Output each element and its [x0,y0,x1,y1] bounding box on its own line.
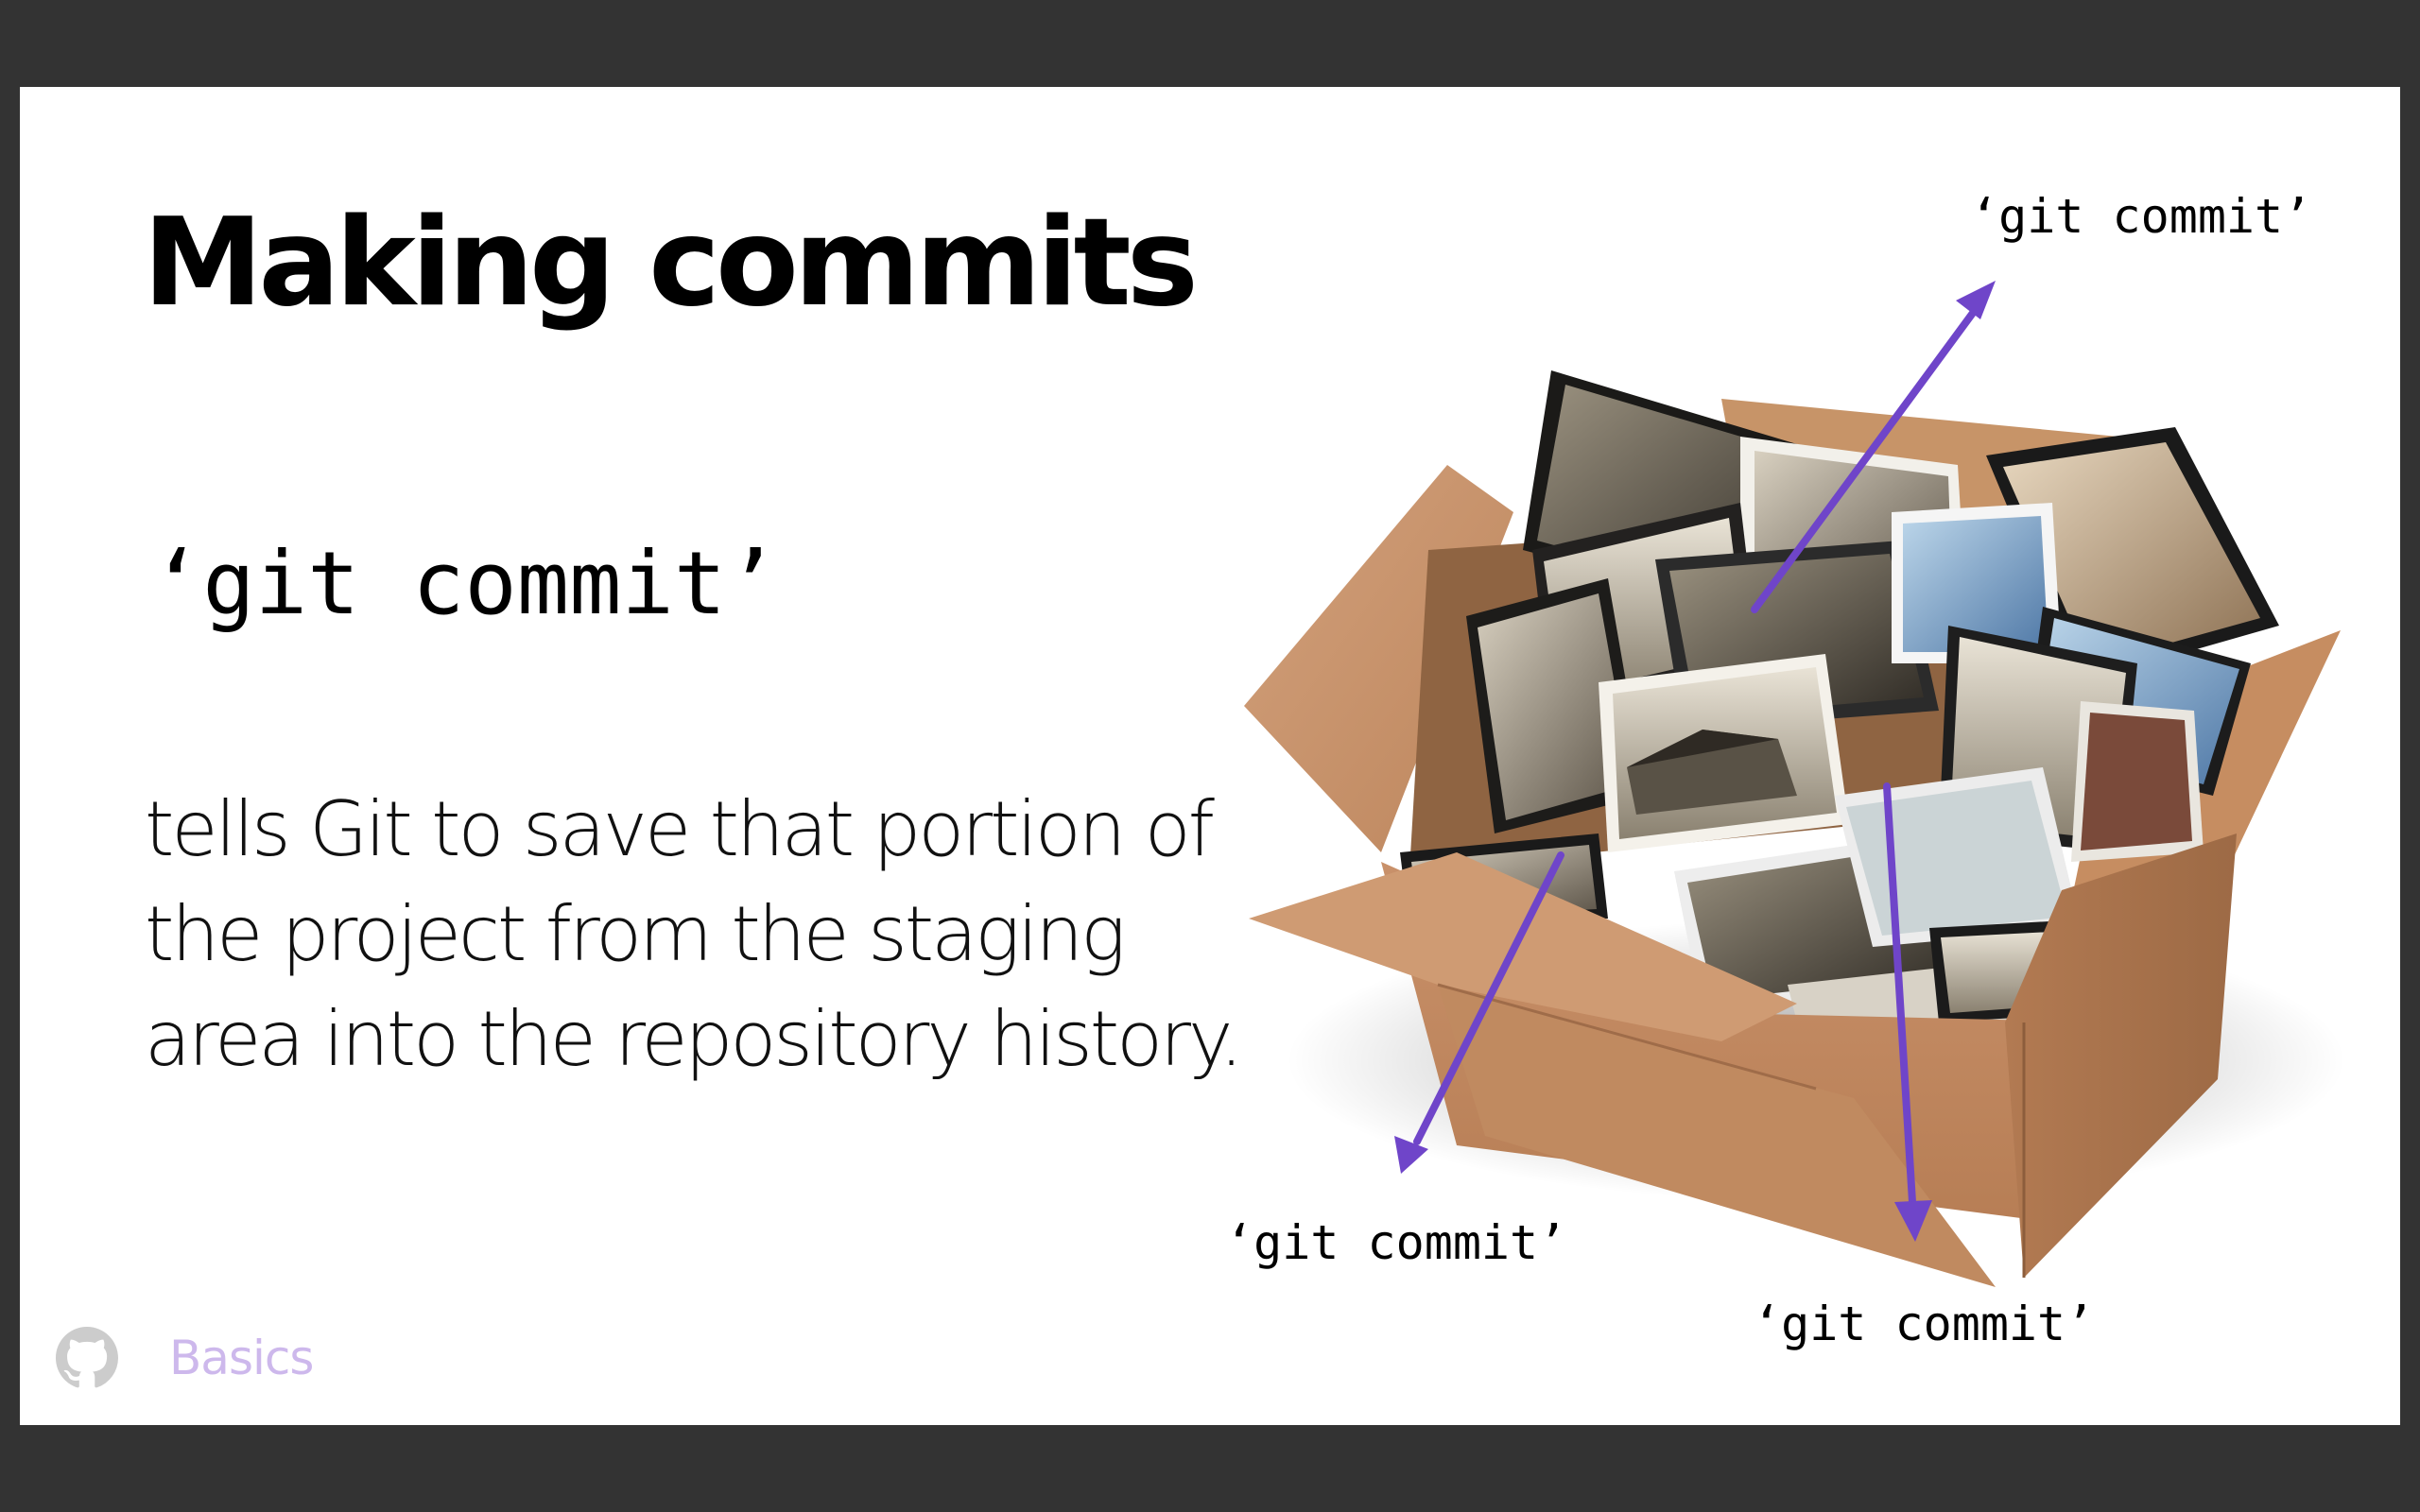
box-of-photos-illustration [1244,370,2345,1287]
section-label: Basics [169,1331,314,1385]
slide: Making commits ‘git commit’ tells Git to… [20,87,2400,1425]
slide-footer: Basics [56,1327,314,1389]
description-text: tells Git to save that portion of the pr… [145,785,1243,1083]
github-icon [56,1327,118,1388]
callout-git-commit-top: ‘git commit’ [1970,189,2312,244]
command-text: ‘git commit’ [150,533,779,634]
slide-title: Making commits [143,193,1199,334]
callout-git-commit-bottom: ‘git commit’ [1753,1297,2095,1351]
callout-git-commit-left: ‘git commit’ [1225,1215,1567,1270]
